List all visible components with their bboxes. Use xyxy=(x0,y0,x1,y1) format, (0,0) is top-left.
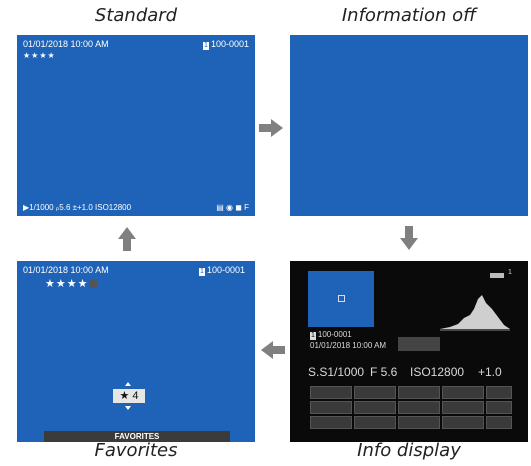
standard-bottom-bar: ▶1/1000 ₚ5.6 ±+1.0 ISO12800 xyxy=(23,203,132,212)
info-setting-cell xyxy=(310,416,352,429)
card-slot-icon: 1 xyxy=(199,268,205,276)
caption-info-off: Information off xyxy=(341,5,477,26)
info-top-indicator: 1 xyxy=(508,269,512,276)
arrow-up-icon xyxy=(118,227,136,251)
info-setting-cell xyxy=(442,401,484,414)
info-setting-cell xyxy=(310,401,352,414)
empty-star-icon xyxy=(89,280,98,289)
info-iso: ISO12800 xyxy=(410,365,465,379)
rating-selector[interactable]: ★ 4 xyxy=(113,389,145,403)
arrow-down-icon xyxy=(400,226,418,250)
info-setting-cell xyxy=(486,386,512,399)
info-setting-cell xyxy=(398,401,440,414)
caption-favorites: Favorites xyxy=(94,440,178,461)
info-exposure-comp: +1.0 xyxy=(478,365,502,379)
info-setting-cell xyxy=(354,386,396,399)
histogram xyxy=(440,295,510,331)
standard-stars: ★★★★ xyxy=(23,51,56,60)
info-setting-cell xyxy=(310,386,352,399)
focus-point-icon xyxy=(338,295,345,302)
info-setting-cell xyxy=(398,416,440,429)
info-setting-cell xyxy=(442,386,484,399)
caption-standard: Standard xyxy=(94,5,178,26)
rating-up-icon[interactable] xyxy=(125,382,131,386)
standard-status-icons: ▤ ◉ ◼ F xyxy=(216,203,249,212)
info-datetime: 01/01/2018 10:00 AM xyxy=(310,341,387,350)
favorites-bar: FAVORITES xyxy=(44,431,230,442)
info-thumbnail xyxy=(308,271,374,327)
rating-down-icon[interactable] xyxy=(125,406,131,410)
info-setting-cell xyxy=(486,401,512,414)
battery-icon xyxy=(490,273,504,278)
card-slot-icon: 1 xyxy=(310,332,316,340)
info-setting-cell xyxy=(354,401,396,414)
favorites-stars-label: ★★★★ xyxy=(45,278,89,290)
info-setting-cell xyxy=(486,416,512,429)
screen-info-off xyxy=(290,35,528,216)
info-aperture: F 5.6 xyxy=(370,365,398,379)
caption-info-display: Info display xyxy=(357,440,461,461)
card-slot-icon: 1 xyxy=(203,42,209,50)
info-setting-cell xyxy=(354,416,396,429)
standard-frame-label: 100-0001 xyxy=(210,39,249,49)
favorites-datetime: 01/01/2018 10:00 AM xyxy=(23,265,109,275)
info-setting-cell xyxy=(398,386,440,399)
arrow-left-icon xyxy=(261,341,285,359)
info-frame-label: 100-0001 xyxy=(317,330,352,339)
arrow-right-icon xyxy=(259,119,283,137)
favorites-stars: ★★★★ xyxy=(45,277,98,290)
info-shutter: S.S1/1000 xyxy=(308,365,365,379)
info-setting-cell xyxy=(442,416,484,429)
info-mode-block xyxy=(398,337,440,351)
favorites-frame-label: 100-0001 xyxy=(206,265,245,275)
standard-datetime: 01/01/2018 10:00 AM xyxy=(23,39,109,49)
